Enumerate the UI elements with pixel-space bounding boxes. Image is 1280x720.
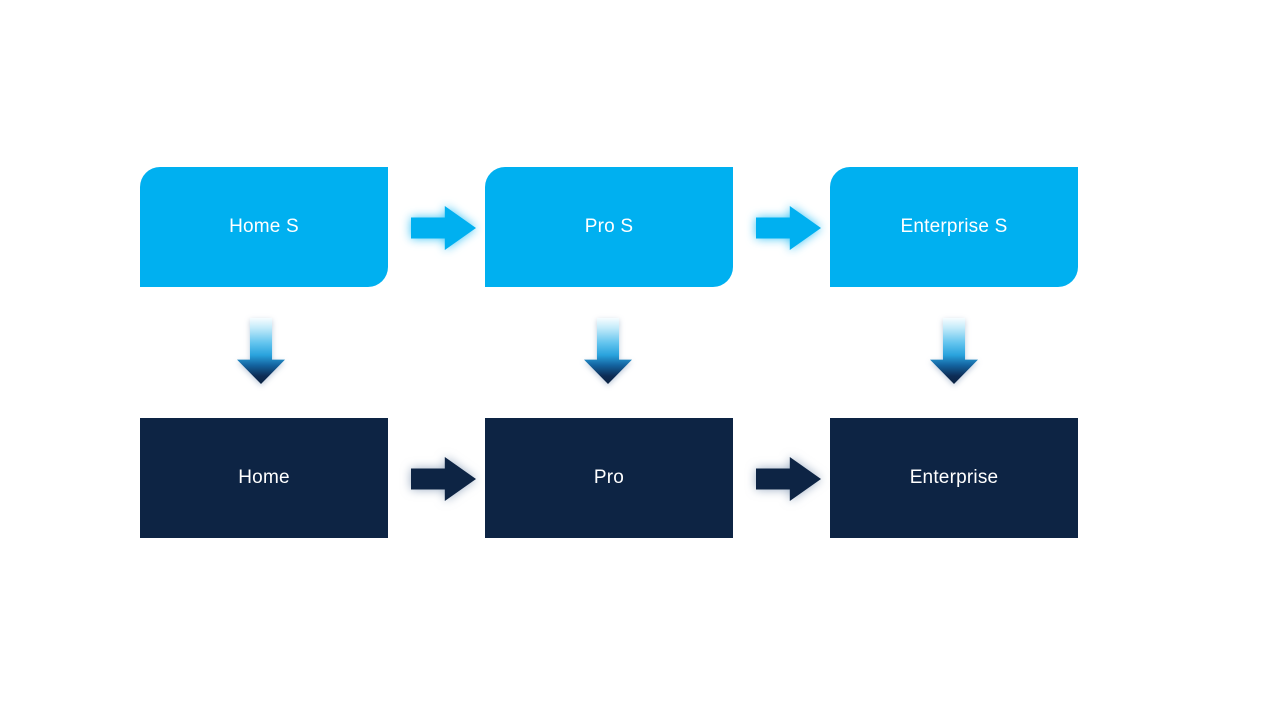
box-pro-s-label: Pro S (584, 216, 634, 237)
box-home-s: Home S (140, 167, 388, 287)
right-arrow-shape (411, 206, 476, 250)
down-arrow-icon-home-s-to-home (237, 318, 285, 384)
right-arrow-icon-pro-s-to-enterprise-s (756, 206, 821, 250)
down-arrow-shape (930, 318, 978, 384)
right-arrow-icon-pro-to-enterprise (756, 457, 821, 501)
right-arrow-icon-home-s-to-pro-s (411, 206, 476, 250)
box-enterprise-label: Enterprise (909, 467, 999, 488)
right-arrow-shape (756, 457, 821, 501)
down-arrow-shape (237, 318, 285, 384)
box-home-label: Home (238, 467, 290, 488)
box-enterprise-s: Enterprise S (830, 167, 1078, 287)
down-arrow-icon-enterprise-s-to-enterprise (930, 318, 978, 384)
box-enterprise: Enterprise (830, 418, 1078, 538)
box-pro-s: Pro S (485, 167, 733, 287)
box-home: Home (140, 418, 388, 538)
box-enterprise-s-label: Enterprise S (900, 216, 1008, 237)
box-pro: Pro (485, 418, 733, 538)
down-arrow-icon-pro-s-to-pro (584, 318, 632, 384)
right-arrow-shape (411, 457, 476, 501)
box-pro-label: Pro (593, 467, 625, 488)
right-arrow-shape (756, 206, 821, 250)
right-arrow-icon-home-to-pro (411, 457, 476, 501)
box-home-s-label: Home S (229, 216, 299, 237)
down-arrow-shape (584, 318, 632, 384)
